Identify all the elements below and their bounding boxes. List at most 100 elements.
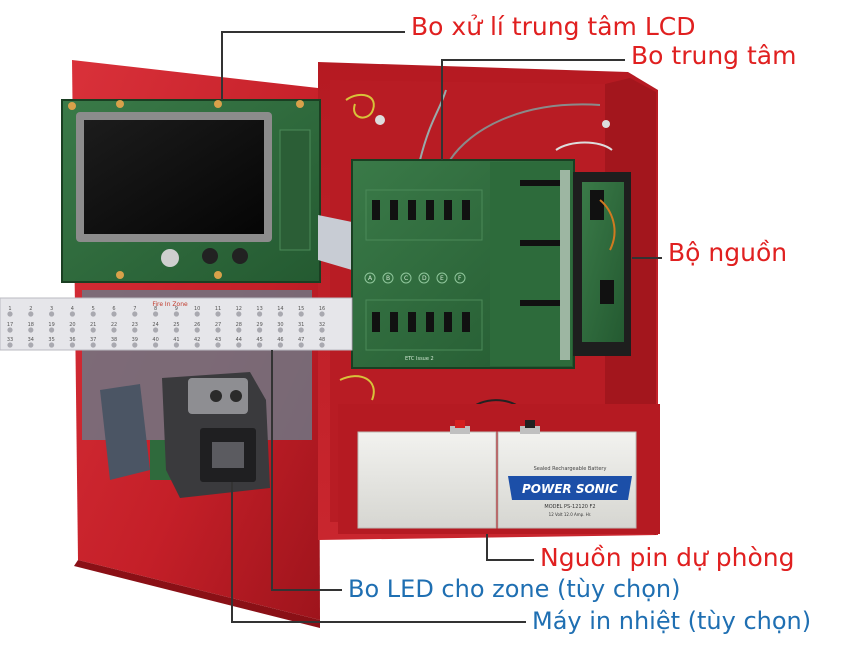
zone-led (319, 311, 325, 317)
zone-led (215, 342, 221, 348)
leader-printer (231, 482, 526, 623)
zone-number: 4 (71, 306, 74, 312)
zone-number: 35 (48, 337, 54, 343)
zone-led (215, 311, 221, 317)
zone-number: 12 (236, 306, 242, 312)
zone-number: 24 (152, 322, 158, 328)
zone-led (49, 327, 55, 333)
label-backup-battery: Nguồn pin dự phòng (540, 543, 795, 572)
zone-led (277, 327, 283, 333)
zone-number: 23 (132, 322, 138, 328)
zone-led (173, 311, 179, 317)
zone-number: 33 (7, 337, 13, 343)
position-label-b: B (386, 275, 390, 282)
leader-zone-led (271, 350, 342, 591)
position-label-c: C (404, 275, 408, 282)
zone-led (49, 311, 55, 317)
label-main-board: Bo trung tâm (631, 41, 797, 70)
zone-number: 43 (215, 337, 221, 343)
zone-led (153, 342, 159, 348)
position-label-f: F (458, 275, 462, 282)
zone-led (194, 342, 200, 348)
zone-number: 32 (319, 322, 325, 328)
position-label-d: D (422, 275, 427, 282)
zone-led (111, 311, 117, 317)
zone-led (7, 342, 13, 348)
zone-number: 29 (256, 322, 262, 328)
zone-number: 36 (69, 337, 75, 343)
zone-led (194, 311, 200, 317)
zone-led (132, 342, 138, 348)
zone-number: 47 (298, 337, 304, 343)
zone-led (7, 311, 13, 317)
zone-led (49, 342, 55, 348)
leader-main-board (441, 59, 625, 160)
zone-number: 45 (256, 337, 262, 343)
zone-number: 25 (173, 322, 179, 328)
label-power-supply: Bộ nguồn (668, 238, 788, 267)
board-version-label: ETC Issue 2 (405, 356, 434, 362)
zone-led (215, 327, 221, 333)
battery-rating: 12 Volt 12.0 Amp. Hr. (549, 512, 592, 517)
zone-led (132, 327, 138, 333)
zone-led (277, 311, 283, 317)
label-lcd-processor-board: Bo xử lí trung tâm LCD (411, 12, 696, 41)
zone-number: 41 (173, 337, 179, 343)
zone-number: 13 (256, 306, 262, 312)
zone-number: 37 (90, 337, 96, 343)
zone-led (298, 342, 304, 348)
zone-led (28, 311, 34, 317)
zone-number: 39 (132, 337, 138, 343)
zone-number: 27 (215, 322, 221, 328)
label-thermal-printer: Máy in nhiệt (tùy chọn) (532, 607, 812, 635)
position-label-e: E (440, 275, 444, 282)
zone-number: 15 (298, 306, 304, 312)
zone-number: 48 (319, 337, 325, 343)
main-control-board: A B C D E F ETC Issue 2 (351, 159, 575, 369)
zone-led (90, 311, 96, 317)
zone-led (153, 327, 159, 333)
zone-led (69, 311, 75, 317)
zone-number: 26 (194, 322, 200, 328)
zone-led (111, 327, 117, 333)
zone-led (28, 342, 34, 348)
zone-led (111, 342, 117, 348)
zone-number: 21 (90, 322, 96, 328)
zone-led (236, 311, 242, 317)
label-zone-led-board: Bo LED cho zone (tùy chọn) (348, 575, 681, 603)
zone-led (69, 342, 75, 348)
zone-number: 19 (48, 322, 54, 328)
zone-led (7, 327, 13, 333)
zone-number: 17 (7, 322, 13, 328)
leader-backup-battery (486, 534, 534, 561)
zone-number: 9 (175, 306, 178, 312)
zone-led (319, 327, 325, 333)
zone-led (69, 327, 75, 333)
zone-led (257, 342, 263, 348)
zone-led (257, 311, 263, 317)
lcd-processor-board (61, 99, 321, 283)
zone-number: 22 (111, 322, 117, 328)
zone-led (90, 342, 96, 348)
zone-number: 14 (277, 306, 283, 312)
leader-lcd-board (221, 31, 405, 100)
zone-number: 40 (152, 337, 158, 343)
battery-subtitle: Sealed Rechargeable Battery (534, 466, 607, 472)
battery-model: MODEL PS-12120 F2 (544, 504, 595, 510)
zone-number: 28 (236, 322, 242, 328)
leader-lines (221, 31, 662, 623)
zone-number: 34 (28, 337, 34, 343)
zone-number: 30 (277, 322, 283, 328)
zone-panel-title: Fire In Zone (152, 301, 188, 308)
backup-battery-inset: POWER SONIC Sealed Rechargeable Battery … (338, 404, 660, 534)
zone-number: 3 (50, 306, 53, 312)
zone-number: 7 (133, 306, 136, 312)
ribbon-cable (318, 215, 352, 270)
zone-number: 18 (28, 322, 34, 328)
zone-number: 10 (194, 306, 200, 312)
zone-led (153, 311, 159, 317)
battery-brand: POWER SONIC (522, 482, 618, 496)
